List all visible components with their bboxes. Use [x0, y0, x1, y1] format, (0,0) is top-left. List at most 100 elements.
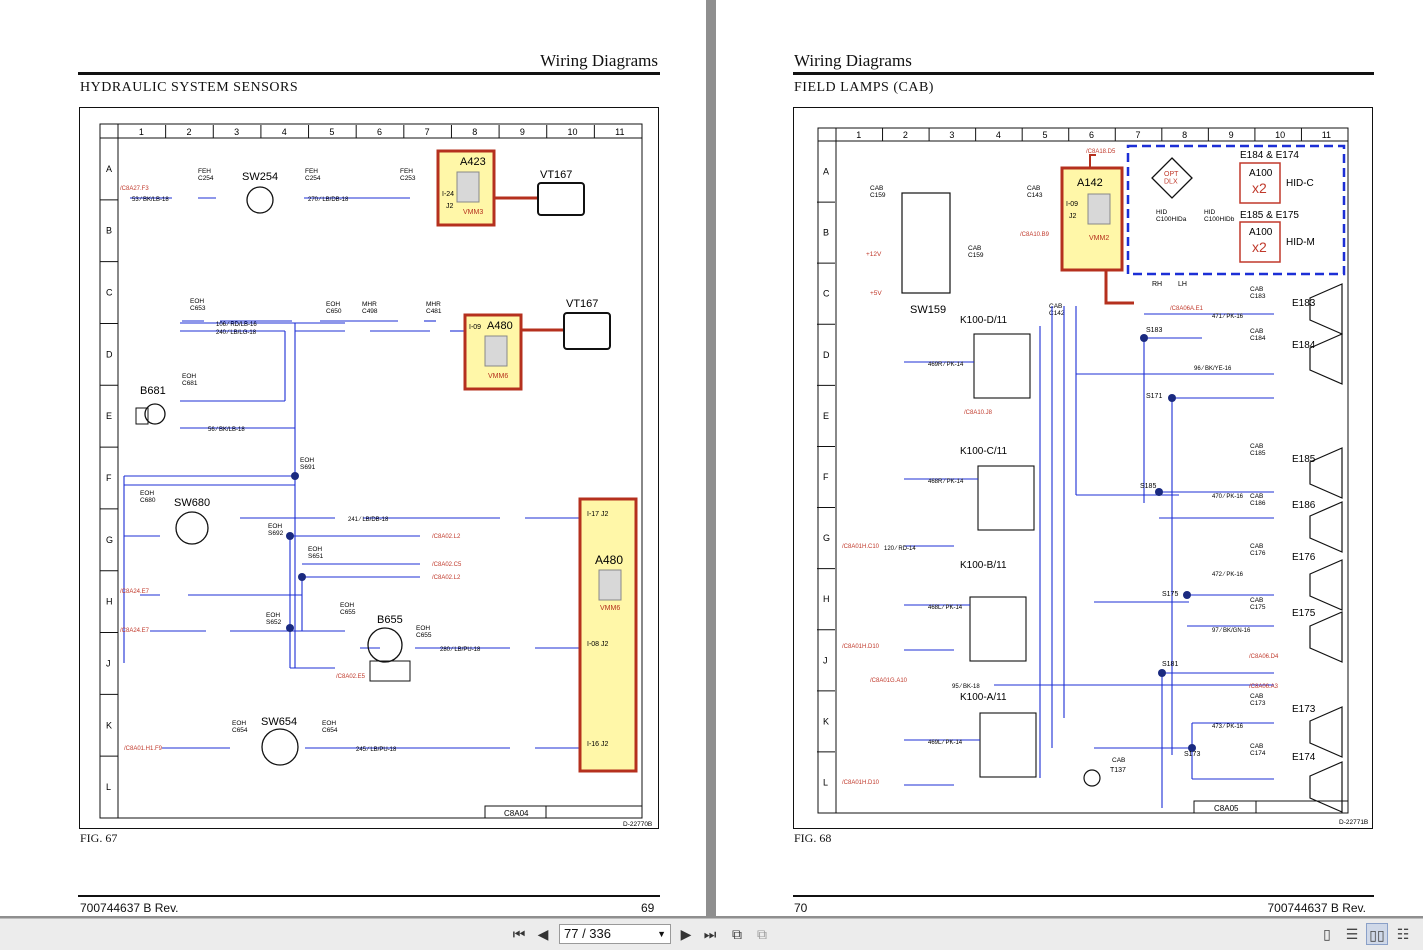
rh-label: RH: [1152, 281, 1162, 288]
left-grid-col-11: 11: [615, 127, 624, 137]
chevron-down-icon[interactable]: ▼: [657, 929, 666, 939]
e174-label: E174: [1292, 752, 1316, 763]
right-grid-col-7: 7: [1136, 130, 1141, 140]
left-grid-col-4: 4: [282, 127, 287, 137]
hid-m-label: HID-M: [1286, 237, 1315, 248]
prev-page-icon[interactable]: ◀: [537, 926, 549, 942]
right-grid-col-11: 11: [1322, 130, 1331, 140]
right-grid-col-6: 6: [1089, 130, 1094, 140]
right-grid-col-3: 3: [949, 130, 954, 140]
xref-c8a01-d10: /C8A01H.D10: [842, 644, 880, 650]
xref-c8a18: /C8A18.D5: [1086, 149, 1116, 155]
page-header: Wiring Diagrams: [540, 51, 658, 70]
next-page-icon[interactable]: ▶: [680, 926, 692, 942]
right-grid-col-9: 9: [1229, 130, 1234, 140]
left-grid-row-D: D: [106, 349, 113, 359]
s183-label: S183: [1146, 327, 1162, 334]
right-grid-row-K: K: [823, 716, 829, 726]
xref-c8a24-j: /C8A24.E7: [120, 628, 150, 634]
wire-470-label: 470 ⁄ PK-16: [1212, 494, 1244, 500]
left-page: Wiring Diagrams HYDRAULIC SYSTEM SENSORS…: [0, 0, 706, 916]
sheet-ref: C8A05: [1214, 804, 1239, 813]
right-grid-col-10: 10: [1275, 130, 1285, 140]
two-page-continuous-icon[interactable]: ☷: [1396, 926, 1410, 942]
left-grid-col-10: 10: [568, 127, 578, 137]
wire-240-label: 240 ⁄ LB/LG-18: [216, 330, 257, 336]
xref-c8a02-l2b: /C8A02.L2: [432, 575, 461, 581]
left-grid-row-G: G: [106, 535, 113, 545]
rotate-icon[interactable]: ⧉: [757, 926, 767, 942]
first-page-icon[interactable]: ⏮: [512, 926, 526, 942]
wire-270-label: 270 ⁄ LB/DB-18: [308, 197, 349, 203]
x2-bottom-label: x2: [1252, 239, 1267, 255]
wire-245-label: 245 ⁄ LB/PU-18: [356, 747, 397, 753]
page-number-input[interactable]: 77 / 336 ▼: [559, 924, 671, 944]
left-grid-row-A: A: [106, 164, 112, 174]
xref-c8a06-d4: /C8A06.D4: [1249, 654, 1279, 660]
left-grid-col-9: 9: [520, 127, 525, 137]
hid-c-label: HID-C: [1286, 178, 1314, 189]
wire-468l-label: 468L ⁄ PK-14: [928, 605, 963, 611]
sw254-label: SW254: [242, 171, 278, 183]
footer-rule: [793, 895, 1374, 897]
t137-label: T137: [1110, 767, 1126, 774]
xref-c8a02-l2: /C8A02.L2: [432, 534, 461, 540]
page-indicator: 77 / 336: [564, 926, 611, 941]
left-grid-col-5: 5: [329, 127, 334, 137]
left-grid-row-E: E: [106, 411, 112, 421]
a423-pin-label: I-24: [442, 191, 454, 198]
figure-caption: FIG. 68: [794, 831, 832, 845]
copy-page-icon[interactable]: ⧉: [732, 926, 742, 942]
sheet-ref: C8A04: [504, 809, 529, 818]
e176-label: E176: [1292, 552, 1316, 563]
left-grid-row-B: B: [106, 226, 112, 236]
header-rule: [78, 72, 660, 75]
cab-t137: CAB: [1112, 757, 1125, 764]
left-grid-row-H: H: [106, 597, 113, 607]
footer-rule: [78, 895, 660, 897]
k100-a-label: K100-A/11: [960, 692, 1007, 703]
a142-connector-label: J2: [1069, 213, 1077, 220]
page-number: 70: [794, 901, 808, 915]
left-grid-row-C: C: [106, 288, 113, 298]
a480-mid-label: A480: [487, 320, 513, 332]
right-grid-row-E: E: [823, 411, 829, 421]
xref-c8a10: /C8A10.B9: [1020, 232, 1050, 238]
continuous-icon[interactable]: ☰: [1345, 926, 1359, 942]
section-title: FIELD LAMPS (CAB): [794, 80, 934, 95]
xref-c8a10b: /C8A10.J8: [964, 410, 993, 416]
supply-5v: +5V: [870, 290, 882, 297]
xref-c8a01-c10: /C8A01H.C10: [842, 544, 880, 550]
figure-caption: FIG. 67: [80, 831, 118, 845]
e184-label: E184: [1292, 340, 1316, 351]
e184-e174-label: E184 & E174: [1240, 150, 1299, 161]
s185-label: S185: [1140, 483, 1156, 490]
right-grid-row-A: A: [823, 167, 829, 177]
single-page-icon[interactable]: ▯: [1323, 926, 1331, 942]
two-page-icon[interactable]: ▯▯: [1366, 923, 1388, 945]
last-page-icon[interactable]: ⏭: [703, 926, 717, 942]
right-grid-col-1: 1: [856, 130, 861, 140]
k100-d-label: K100-D/11: [960, 315, 1008, 326]
